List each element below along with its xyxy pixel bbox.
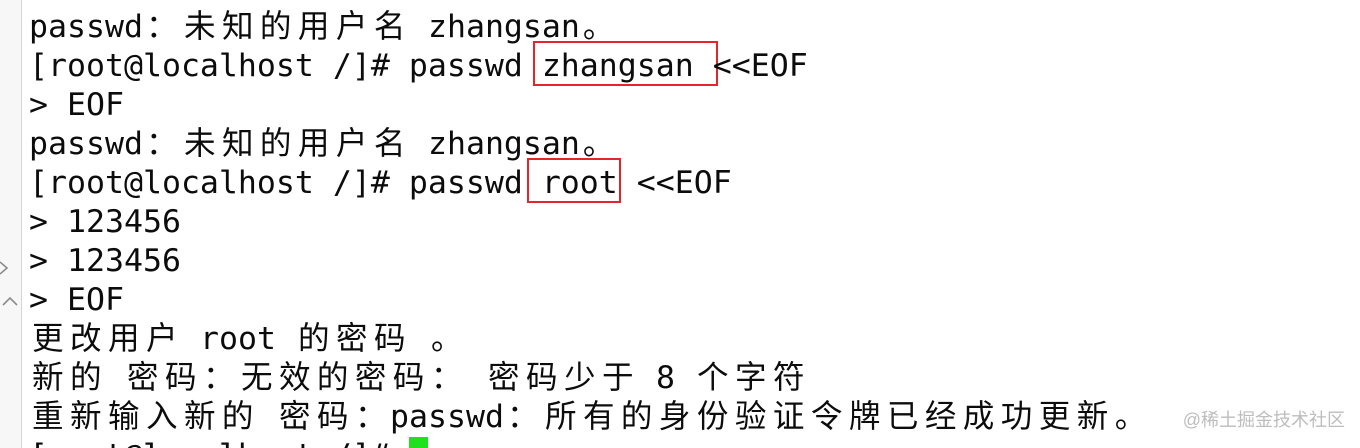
command-prefix: [root@localhost /]# passwd — [29, 48, 542, 84]
terminal-line: > 123456 — [29, 243, 181, 279]
cjk-text-run: 。 — [582, 9, 621, 45]
cjk-text-run: 密码：无效的密码： — [127, 360, 469, 396]
terminal-line: 更改用户 root 的密码 。 — [29, 320, 1329, 359]
cjk-text-run: 。 — [430, 321, 469, 357]
terminal-line: > EOF — [29, 87, 124, 123]
terminal-line: [root@localhost /]# passwd root <<EOF — [29, 158, 1329, 203]
chevron-up-icon[interactable] — [2, 296, 18, 306]
cjk-text-run: 密码少于 — [488, 360, 640, 396]
cjk-text-run: 更改用户 — [32, 321, 184, 357]
command-prefix: [root@localhost /]# passwd — [29, 165, 542, 201]
cjk-text-run: 重新输入新的 — [32, 399, 260, 435]
cjk-text-run: 的密码 — [297, 321, 412, 357]
terminal-line: passwd：未知的用户名 zhangsan。 — [29, 9, 621, 45]
terminal-line: passwd：未知的用户名 zhangsan。 — [29, 126, 621, 162]
terminal-line: [root@localhost /]# passwd zhangsan <<EO… — [29, 41, 1329, 86]
terminal-line: > 123456 — [29, 204, 181, 240]
cjk-text-run: 新的 — [32, 360, 108, 396]
chevron-right-icon-shape — [0, 261, 9, 275]
cjk-text-run: ：未知的用户名 — [145, 126, 412, 162]
terminal-output[interactable]: passwd：未知的用户名 zhangsan。 [root@localhost … — [29, 8, 1329, 437]
terminal-prompt-line: [root@localhost /]# — [29, 437, 1329, 448]
terminal-line: > EOF — [29, 282, 124, 318]
highlighted-username: zhangsan — [532, 41, 718, 86]
cjk-text-run: 。 — [582, 126, 621, 162]
terminal-cursor — [409, 437, 428, 448]
chevron-up-icon-shape — [2, 296, 18, 306]
cjk-text-run: 密码： — [279, 399, 393, 435]
highlighted-username: root — [526, 158, 621, 203]
chevron-right-icon[interactable] — [0, 261, 10, 275]
command-suffix: <<EOF — [617, 165, 732, 201]
cjk-text-run: ：所有的身份验证令牌已经成功更新。 — [506, 399, 1153, 435]
watermark: @稀土掘金技术社区 — [1182, 410, 1345, 430]
cjk-text-run: 个字符 — [696, 360, 811, 396]
side-gutter — [0, 0, 22, 448]
cjk-text-run: ：未知的用户名 — [145, 9, 412, 45]
terminal-line: 重新输入新的 密码：passwd：所有的身份验证令牌已经成功更新。 — [29, 398, 1329, 437]
terminal-line: 新的 密码：无效的密码： 密码少于 8 个字符 — [29, 359, 1329, 398]
command-suffix: <<EOF — [693, 48, 808, 84]
